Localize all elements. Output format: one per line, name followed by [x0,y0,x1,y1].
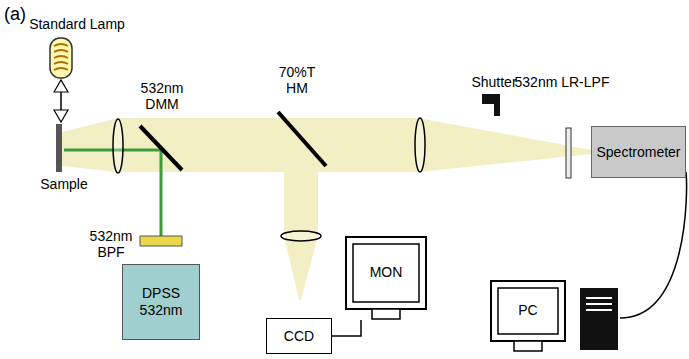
light-beam [62,118,592,172]
component-label: 532nm DMM [136,80,188,112]
sample-plate [56,124,62,172]
long-pass-filter [566,128,571,178]
dichroic-mirror [140,126,182,170]
lamp-bulb [50,38,72,78]
cable [620,172,687,318]
shutter [482,94,500,116]
lens [415,118,425,172]
node-text: DPSS 532nm [138,285,184,319]
node-text: PC [490,302,566,318]
lens [281,231,321,241]
component-label: 532nm BPF [86,228,136,260]
monitor-outline [490,280,620,352]
spectrometer-box: Spectrometer [591,126,686,178]
computer: PC [490,280,620,352]
lens [113,119,123,173]
monitor: MON [345,236,427,320]
move-arrow [54,80,68,122]
node-text: CCD [284,328,314,344]
half-mirror [278,112,326,166]
band-pass-filter [140,236,182,246]
component-label: Sample [34,176,94,192]
node-text: MON [345,264,427,280]
ccd-box: CCD [266,318,332,354]
node-text: Spectrometer [596,144,680,160]
component-label: Standard Lamp [22,16,132,32]
cable [332,320,361,336]
lamp-coil [54,44,68,70]
component-label: 532nm LR-LPF [512,74,612,90]
component-label: 70%T HM [274,64,320,96]
laser-box: DPSS 532nm [122,264,200,340]
laser-path [64,150,161,238]
light-beam [284,140,318,300]
